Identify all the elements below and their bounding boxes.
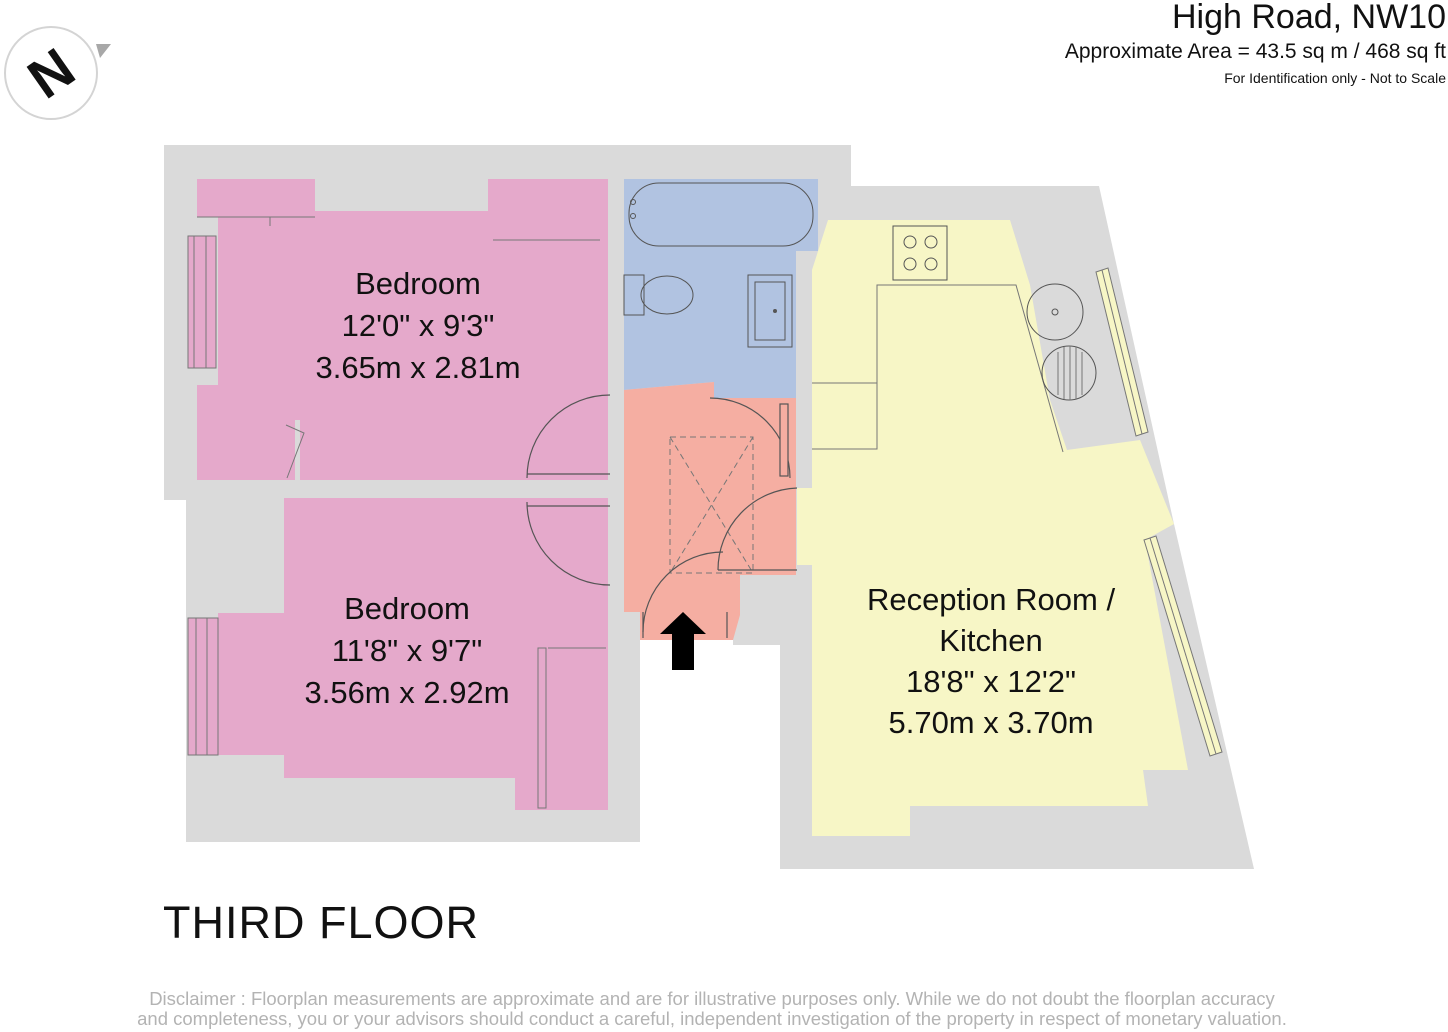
svg-text:18'8" x 12'2": 18'8" x 12'2" [906, 664, 1076, 699]
floor-name: THIRD FLOOR [163, 897, 480, 948]
bedroom-1-area [187, 179, 608, 480]
disclaimer: Disclaimer : Floorplan measurements are … [0, 989, 1424, 1029]
identification-note: For Identification only - Not to Scale [1224, 70, 1446, 86]
svg-text:11'8" x 9'7": 11'8" x 9'7" [332, 633, 482, 668]
disclaimer-line-1: Disclaimer : Floorplan measurements are … [149, 988, 1275, 1009]
approximate-area: Approximate Area = 43.5 sq m / 468 sq ft [1064, 40, 1446, 63]
svg-text:3.56m x 2.92m: 3.56m x 2.92m [304, 675, 509, 710]
svg-text:3.65m x 2.81m: 3.65m x 2.81m [315, 350, 520, 385]
north-arrow-icon: N [4, 26, 111, 120]
room-label-bedroom-1: Bedroom 12'0" x 9'3" 3.65m x 2.81m [315, 266, 520, 385]
door-swings [526, 394, 798, 638]
svg-text:Bedroom: Bedroom [344, 591, 470, 626]
svg-text:5.70m x 3.70m: 5.70m x 3.70m [888, 705, 1093, 740]
room-label-reception-kitchen: Reception Room / Kitchen 18'8" x 12'2" 5… [867, 582, 1116, 740]
svg-text:Reception Room /: Reception Room / [867, 582, 1116, 617]
bathroom-area [623, 179, 818, 398]
svg-text:Bedroom: Bedroom [355, 266, 481, 301]
bedroom-2-area [187, 498, 608, 810]
room-label-bedroom-2: Bedroom 11'8" x 9'7" 3.56m x 2.92m [304, 591, 509, 710]
disclaimer-line-2: and completeness, you or your advisors s… [137, 1008, 1287, 1029]
svg-text:12'0" x 9'3": 12'0" x 9'3" [342, 308, 495, 343]
svg-text:Kitchen: Kitchen [939, 623, 1042, 658]
entrance-arrow-icon [660, 612, 706, 670]
property-title: High Road, NW10 [1171, 0, 1446, 36]
reception-kitchen-area [797, 220, 1223, 836]
